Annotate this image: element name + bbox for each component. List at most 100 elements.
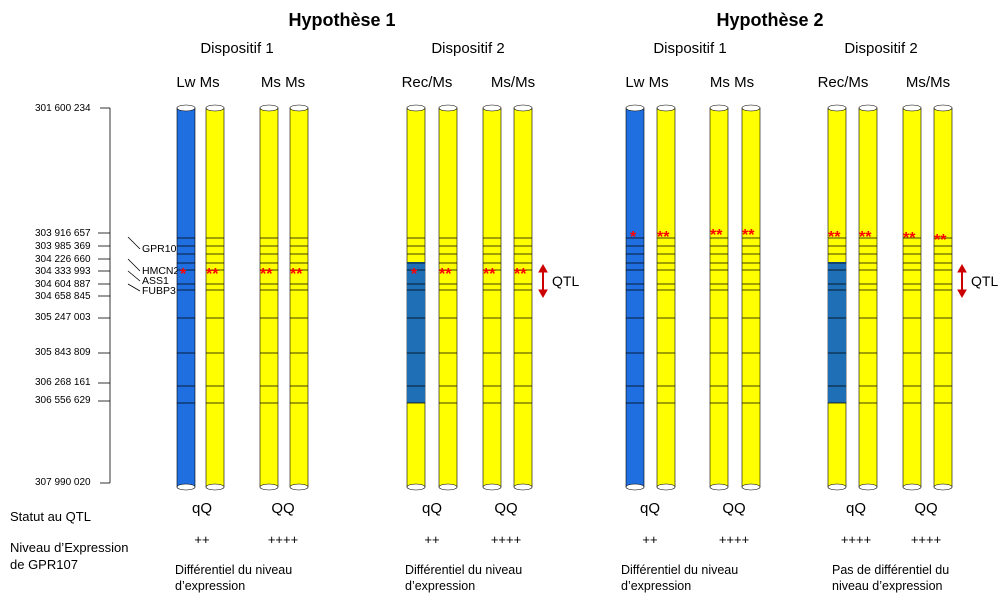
qtl-label-h2: QTL <box>971 273 999 289</box>
chromosome-h1-d2-rec <box>406 104 426 491</box>
note-h2-d2-line2: niveau d’expression <box>832 579 943 593</box>
h2-d1-genotype-b: Ms Ms <box>709 74 755 91</box>
coord-5: 304 604 887 <box>35 279 91 290</box>
star-h1-d2-ms-c: ** <box>514 266 527 283</box>
expression-h2-d2-a: ++++ <box>840 532 872 547</box>
status-h1-d1-b: QQ <box>271 500 295 517</box>
chromosome-h2-d1-lw <box>625 104 645 491</box>
star-h2-d1-ms-a: ** <box>657 229 670 246</box>
chromosome-h1-d1-ms-a <box>205 104 225 491</box>
h1-d2-genotype-a: Rec/Ms <box>401 74 453 91</box>
chromosome-h1-d1-ms-c <box>289 104 309 491</box>
note-h1-d1-line2: d’expression <box>175 579 246 593</box>
scale-axis <box>98 107 141 484</box>
note-h2-d2: Pas de différentiel du niveau d’expressi… <box>832 562 1006 594</box>
gene-gpr107: GPR107 <box>142 243 183 255</box>
h2-d2-genotype-a: Rec/Ms <box>817 74 869 91</box>
status-h1-d2-a: qQ <box>421 500 442 517</box>
chromosome-h2-d2-ms-a <box>858 104 878 491</box>
expression-h1-d2-a: ++ <box>424 532 440 547</box>
coord-7: 305 247 003 <box>35 312 91 323</box>
h2-device-1-label: Dispositif 1 <box>653 40 727 57</box>
status-h1-d2-b: QQ <box>494 500 518 517</box>
chromosome-h1-d2-ms-b <box>482 104 502 491</box>
star-h2-d2-ms-b: ** <box>903 230 916 247</box>
expression-h2-d1-a: ++ <box>642 532 658 547</box>
chromosome-h2-d1-ms-a <box>656 104 676 491</box>
note-h2-d1-line2: d’expression <box>621 579 692 593</box>
star-h1-d2-ms-b: ** <box>483 266 496 283</box>
chromosome-h2-d2-ms-b <box>902 104 922 491</box>
coord-4: 304 333 993 <box>35 266 91 277</box>
h1-device-2-label: Dispositif 2 <box>431 40 505 57</box>
star-h2-d1-ms-b: ** <box>710 227 723 244</box>
expression-h1-d1-a: ++ <box>194 532 210 547</box>
row-label-expression-2: de GPR107 <box>10 557 78 572</box>
coord-6: 304 658 845 <box>35 291 91 302</box>
note-h1-d1-line1: Différentiel du niveau <box>175 563 293 577</box>
row-label-expression-1: Niveau d’Expression <box>10 540 129 555</box>
star-h1-d1-ms-c: ** <box>290 266 303 283</box>
note-h1-d2-line2: d’expression <box>405 579 476 593</box>
star-h1-d1-lw: * <box>180 266 187 283</box>
chromosome-h2-d1-ms-b <box>709 104 729 491</box>
h1-d1-genotype-a: Lw Ms <box>176 74 220 91</box>
coord-8: 305 843 809 <box>35 347 91 358</box>
star-h1-d1-ms-a: ** <box>206 266 219 283</box>
chromosome-h2-d2-rec <box>827 104 847 491</box>
star-h2-d2-ms-a: ** <box>859 229 872 246</box>
note-h1-d2-line1: Différentiel du niveau <box>405 563 523 577</box>
chromosome-h2-d1-ms-c <box>741 104 761 491</box>
h1-d1-genotype-b: Ms Ms <box>260 74 306 91</box>
note-h1-d2: Différentiel du niveau d’expression <box>405 562 580 594</box>
h2-d1-genotype-a: Lw Ms <box>625 74 669 91</box>
star-h2-d1-lw: * <box>630 229 637 246</box>
coord-3: 304 226 660 <box>35 254 91 265</box>
status-h2-d2-a: qQ <box>845 500 866 517</box>
star-h1-d2-rec: * <box>411 266 418 283</box>
gene-hmcn2: HMCN2 <box>142 265 180 277</box>
chromosome-h1-d2-ms-c <box>513 104 533 491</box>
status-h1-d1-a: qQ <box>191 500 212 517</box>
chromosome-h1-d1-lw <box>176 104 196 491</box>
gene-ass1: ASS1 <box>142 275 169 287</box>
note-h2-d1: Différentiel du niveau d’expression <box>621 562 796 594</box>
status-h2-d1-b: QQ <box>722 500 746 517</box>
coord-2: 303 985 369 <box>35 241 91 252</box>
coord-bottom: 307 990 020 <box>35 477 91 488</box>
coord-9: 306 268 161 <box>35 377 91 388</box>
hypothesis-2-title: Hypothèse 2 <box>716 10 824 30</box>
status-h2-d2-b: QQ <box>914 500 938 517</box>
h2-device-2-label: Dispositif 2 <box>844 40 918 57</box>
expression-h2-d1-b: ++++ <box>718 532 750 547</box>
coord-top: 301 600 234 <box>35 103 91 114</box>
h1-d2-genotype-b: Ms/Ms <box>490 74 536 91</box>
chromosome-h1-d1-ms-b <box>259 104 279 491</box>
hypothesis-1-title: Hypothèse 1 <box>288 10 396 30</box>
star-h1-d1-ms-b: ** <box>260 266 273 283</box>
star-h1-d2-ms-a: ** <box>439 266 452 283</box>
qtl-label-h1: QTL <box>552 273 580 289</box>
coord-1: 303 916 657 <box>35 228 91 239</box>
star-h2-d2-rec: ** <box>828 229 841 246</box>
note-h1-d1: Différentiel du niveau d’expression <box>175 562 350 594</box>
marker-lines <box>177 237 952 404</box>
note-h2-d2-line1: Pas de différentiel du <box>832 563 950 577</box>
expression-h2-d2-b: ++++ <box>910 532 942 547</box>
h2-d2-genotype-b: Ms/Ms <box>905 74 951 91</box>
expression-h1-d2-b: ++++ <box>490 532 522 547</box>
qtl-arrow-h2 <box>957 263 967 299</box>
gene-fubp3: FUBP3 <box>142 285 176 297</box>
coord-10: 306 556 629 <box>35 395 91 406</box>
chromosome-h2-d2-ms-c <box>933 104 953 491</box>
note-h2-d1-line1: Différentiel du niveau <box>621 563 739 577</box>
qtl-arrow-h1 <box>538 263 548 299</box>
status-h2-d1-a: qQ <box>639 500 660 517</box>
expression-h1-d1-b: ++++ <box>267 532 299 547</box>
chromosome-h1-d2-ms-a <box>438 104 458 491</box>
h1-device-1-label: Dispositif 1 <box>200 40 274 57</box>
row-label-status: Statut au QTL <box>10 509 91 524</box>
star-h2-d2-ms-c: ** <box>934 232 947 249</box>
